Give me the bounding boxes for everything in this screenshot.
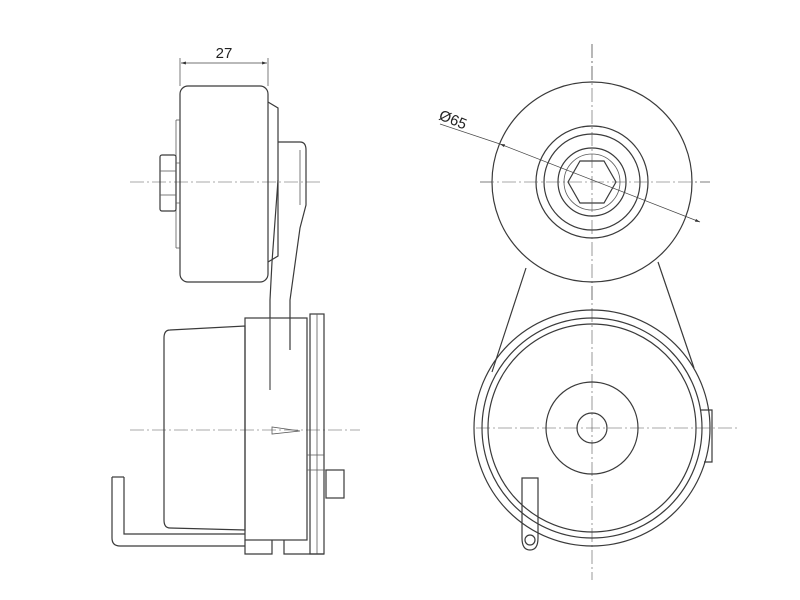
bolt-washer [176,162,180,204]
front-view [473,44,740,580]
stop-lug-hole [524,534,536,546]
pivot-bore [576,412,608,444]
base-flange [244,540,324,555]
plate-step [307,454,326,471]
housing-cover-side [244,317,308,541]
housing-side-tab [700,409,713,463]
diameter-leader [439,123,501,145]
index-pointer [271,426,301,435]
side-view [111,85,360,555]
spring-housing-outer [473,309,711,547]
width-dimension: 27 [179,45,269,86]
hex-bolt-head [159,154,177,212]
idler-pulley-side [179,85,269,283]
width-dimension-label: 27 [216,45,233,62]
tensioner-arm-inner [269,179,279,390]
diameter-dimension-label: Ø65 [437,107,470,133]
spring-housing-side [163,325,246,531]
locating-pin [325,469,345,499]
stop-lug [521,477,539,551]
stop-hook [111,477,245,547]
arm-front-outline [491,261,695,373]
spring-housing-rim [487,323,697,533]
spring-housing-inner [481,317,703,539]
diameter-dim-line [499,143,701,223]
pivot-boss [545,381,639,475]
tensioner-arm-outer [278,141,307,350]
